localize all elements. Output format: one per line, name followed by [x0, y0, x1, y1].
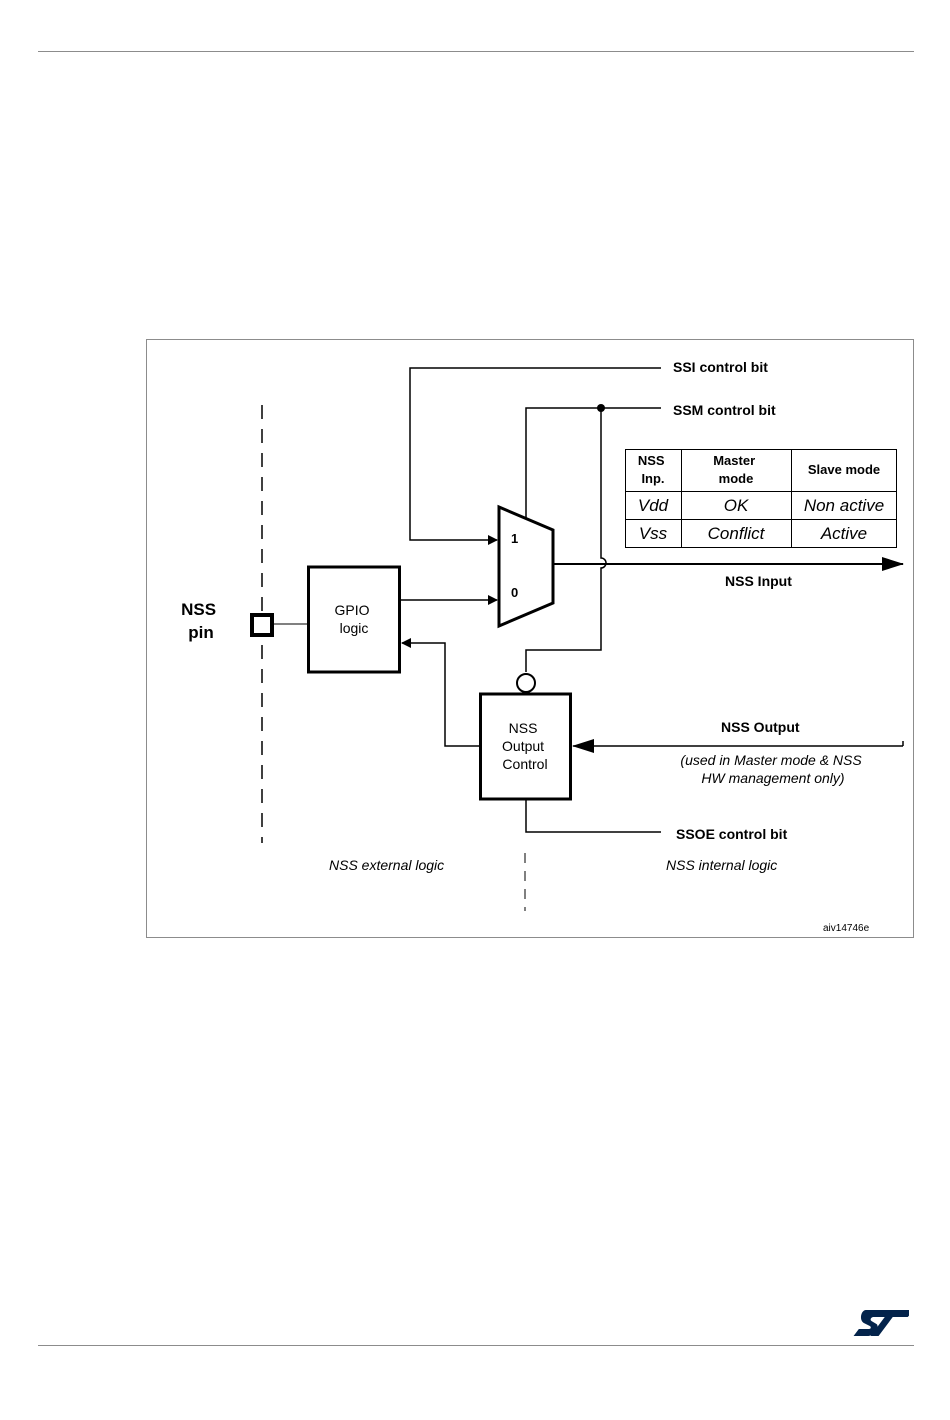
- table-header-slave-mode: Slave mode: [808, 462, 880, 477]
- st-logo-shape: [854, 1310, 909, 1336]
- table-cell: Active: [820, 524, 867, 543]
- table-cell: Vdd: [638, 496, 669, 515]
- table-cell: Conflict: [708, 524, 766, 543]
- table-cell: OK: [724, 496, 749, 515]
- multiplexer: [499, 507, 553, 626]
- table-cell: Vss: [639, 524, 668, 543]
- ssi-control-bit-label: SSI control bit: [673, 359, 768, 375]
- inverter-bubble: [517, 674, 535, 692]
- mux-input-0-label: 0: [511, 585, 518, 600]
- output-control-to-gpio-arrow: [402, 643, 480, 746]
- nss-mode-table: NSS Inp. Master mode Slave mode Vdd OK N…: [626, 450, 897, 548]
- ssoe-control-bit-label: SSOE control bit: [676, 826, 788, 842]
- table-cell: Non active: [804, 496, 884, 515]
- st-logo: [853, 1307, 909, 1339]
- external-logic-caption: NSS external logic: [329, 857, 444, 873]
- nss-output-control-label: NSS Output Control: [502, 720, 548, 772]
- nss-pin-label: NSS pin: [181, 600, 221, 642]
- nss-output-label: NSS Output: [721, 719, 800, 735]
- figure-id: aiv14746e: [823, 923, 870, 934]
- nss-input-label: NSS Input: [725, 573, 792, 589]
- mux-input-1-label: 1: [511, 531, 518, 546]
- ssoe-wire: [526, 800, 661, 832]
- ssi-to-mux-arrow: [410, 368, 661, 540]
- internal-logic-caption: NSS internal logic: [666, 857, 777, 873]
- ssm-control-bit-label: SSM control bit: [673, 402, 776, 418]
- nss-output-note: (used in Master mode & NSS HW management…: [680, 752, 865, 786]
- nss-pin-pad: [252, 615, 272, 635]
